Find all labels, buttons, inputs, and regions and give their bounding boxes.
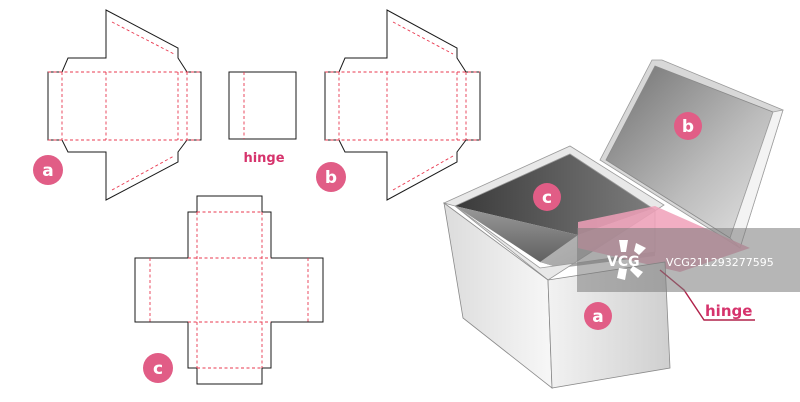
box-badge-b	[674, 112, 702, 140]
box-badge-c-label: c	[542, 188, 552, 208]
box-badge-a-label: a	[592, 307, 603, 327]
template-hinge-outline	[228, 71, 297, 140]
template-c-outline	[134, 195, 324, 385]
watermark-band	[577, 228, 800, 292]
box-3d	[442, 59, 784, 389]
badge-a	[33, 155, 63, 185]
box-badge-c	[533, 183, 561, 211]
watermark-logo-text: VCG	[607, 254, 640, 270]
badge-a-label: a	[42, 161, 53, 181]
template-a	[47, 9, 202, 201]
badge-b	[316, 162, 346, 192]
watermark-id: VCG211293277595	[666, 256, 774, 269]
box-inner-left-wall	[455, 206, 578, 268]
template-hinge	[228, 71, 297, 140]
box-badge-b-label: b	[682, 117, 694, 137]
badge-c-label: c	[153, 359, 163, 379]
badge-c	[143, 353, 173, 383]
hinge-template-label: hinge	[243, 151, 284, 166]
template-c	[134, 195, 324, 385]
template-b	[324, 9, 481, 201]
vcg-logo-icon	[617, 240, 646, 280]
watermark: VCG VCG211293277595	[577, 228, 800, 292]
hinge-callout-label: hinge	[705, 302, 752, 320]
box-badge-a	[584, 302, 612, 330]
template-a-outline	[47, 9, 202, 201]
badge-b-label: b	[325, 168, 337, 188]
